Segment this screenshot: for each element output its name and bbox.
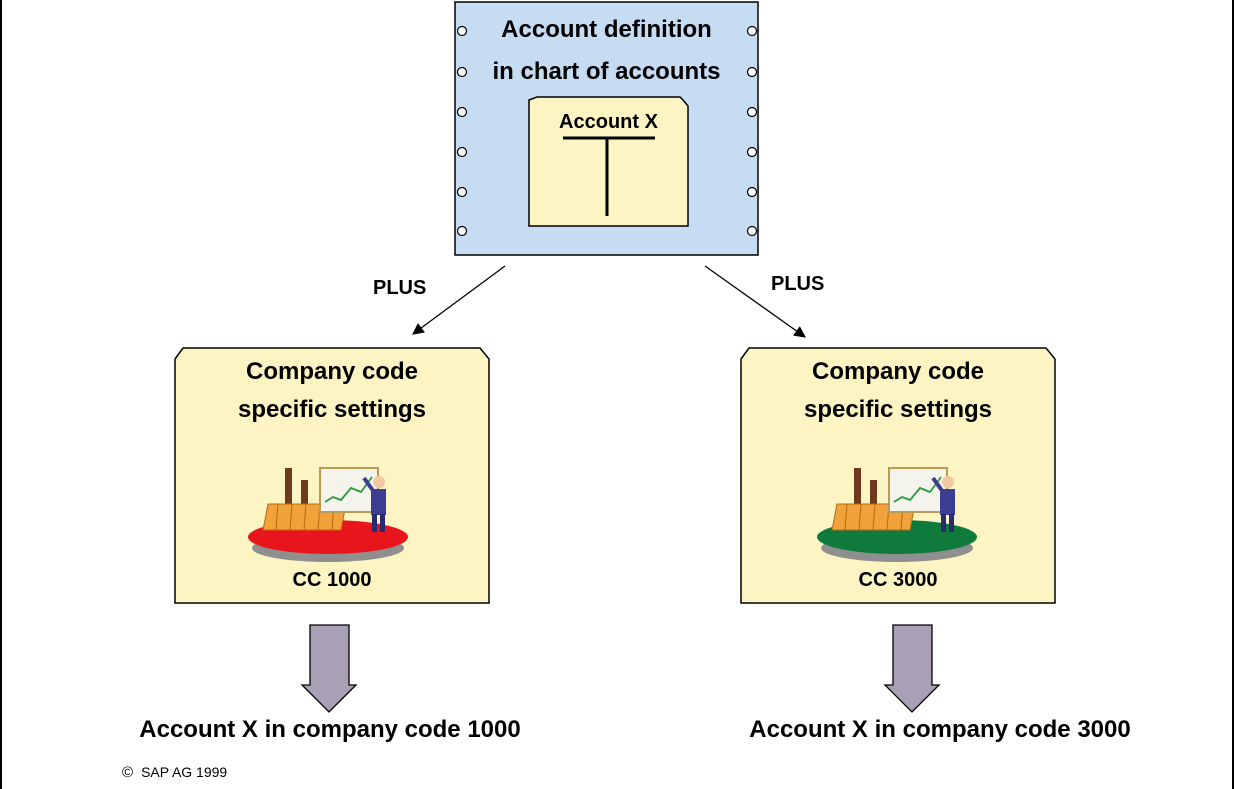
factory-manager-icon-left xyxy=(262,467,386,532)
result-label-right: Account X in company code 3000 xyxy=(749,716,1131,743)
perforation-holes-right xyxy=(746,25,758,237)
down-arrow-right xyxy=(883,624,941,713)
plus-label-left: PLUS xyxy=(373,277,427,299)
company-code-title-right-line1: Company code xyxy=(811,358,985,385)
account-label: Account X xyxy=(559,111,658,133)
copyright-notice: © SAP AG 1999 xyxy=(122,764,227,781)
company-code-title-left-line1: Company code xyxy=(245,358,419,385)
company-code-folder-left xyxy=(174,347,490,604)
right-border xyxy=(1232,0,1234,789)
left-border xyxy=(0,0,2,789)
company-code-title-left-line2: specific settings xyxy=(237,396,427,423)
chart-title-line1: Account definition xyxy=(501,16,712,43)
down-arrow-left xyxy=(300,624,358,713)
company-code-folder-right xyxy=(740,347,1056,604)
factory-manager-icon-right xyxy=(831,467,955,532)
result-label-left: Account X in company code 1000 xyxy=(139,716,521,743)
copyright-text: SAP AG 1999 xyxy=(141,764,228,780)
perforation-holes-left xyxy=(456,25,468,237)
company-code-label-left: CC 1000 xyxy=(292,569,372,591)
company-code-title-right-line2: specific settings xyxy=(803,396,993,423)
copyright-icon: © xyxy=(122,764,134,781)
chart-title-line2: in chart of accounts xyxy=(492,58,721,85)
plus-label-right: PLUS xyxy=(771,273,825,295)
connector-arrow-left xyxy=(412,265,506,335)
account-folder xyxy=(528,96,689,227)
connector-arrow-right xyxy=(704,265,806,338)
company-code-label-right: CC 3000 xyxy=(858,569,938,591)
